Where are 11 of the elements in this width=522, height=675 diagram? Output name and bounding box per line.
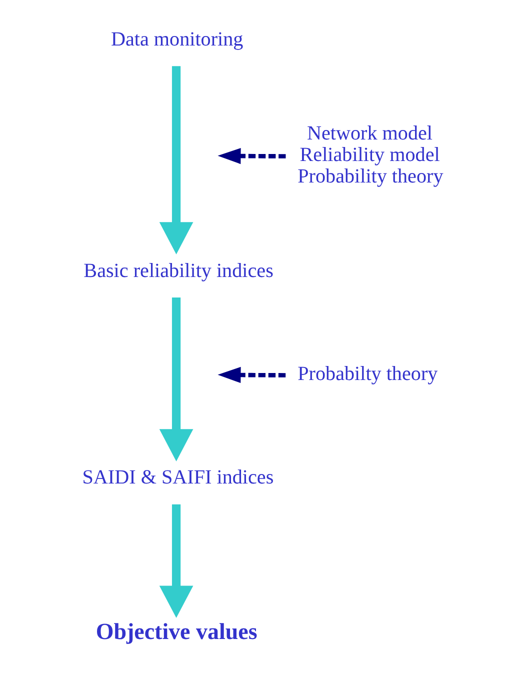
node-text: Probabilty theory (298, 363, 438, 386)
arrow (159, 66, 194, 254)
arrow (218, 148, 286, 164)
arrow (218, 366, 286, 384)
node-text: SAIDI & SAIFI indices (82, 466, 274, 489)
arrow (159, 504, 194, 618)
node-text: Basic reliability indices (84, 260, 274, 282)
node-text: Objective values (96, 618, 258, 644)
node-text: Data monitoring (110, 28, 244, 51)
node-text: Network model Reliability model Probability theory (298, 122, 444, 188)
arrow (159, 297, 194, 462)
